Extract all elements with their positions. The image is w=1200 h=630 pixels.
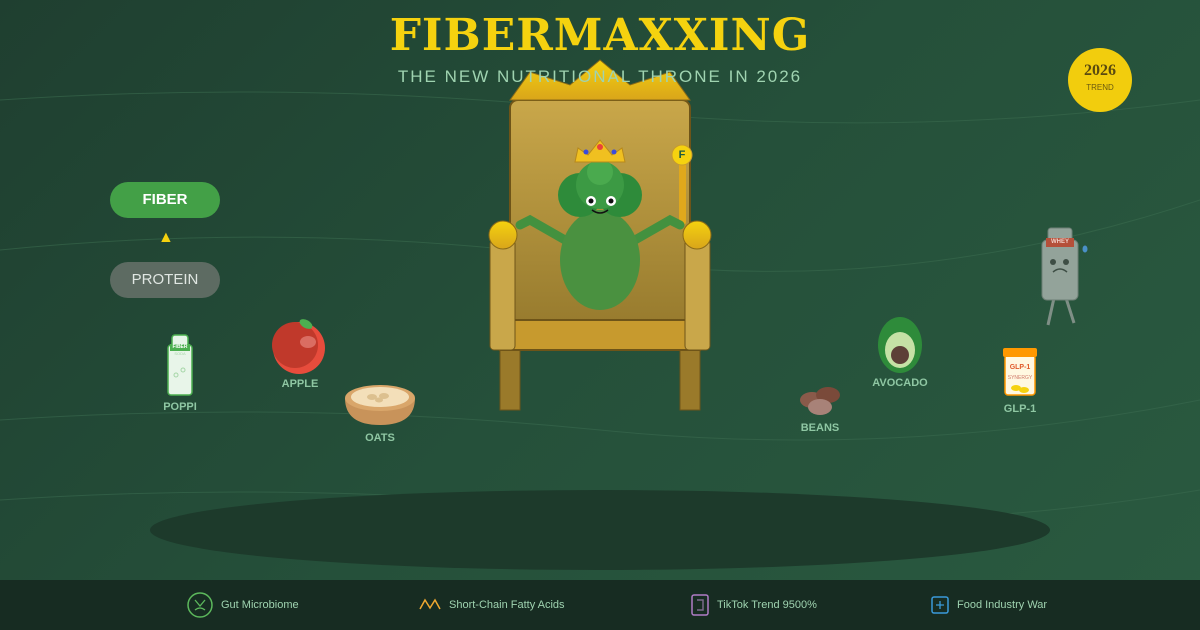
glp1-jar-subtext: SYNERGY [1007,375,1033,381]
footer-bar: Gut Microbiome Short-Chain Fatty Acids T… [0,580,1200,630]
zigzag-icon [419,598,441,610]
poppi-can-subtext: SODA [174,351,186,356]
food-label-oats: OATS [365,432,395,444]
page-title: FIBERMAXXING [389,10,811,61]
badge-label: TREND [1086,83,1114,92]
food-label-poppi: POPPI [163,401,197,413]
page-subtitle: THE NEW NUTRITIONAL THRONE IN 2026 [397,67,803,86]
scepter-orb [671,144,693,166]
poppi-can [167,334,193,396]
up-arrow-icon: ▲ [158,229,174,246]
fiber-pill: FIBER [110,182,220,218]
scepter-letter: F [678,149,686,161]
footer-label: Short-Chain Fatty Acids [449,599,565,611]
footer-item-gut-microbiome: Gut Microbiome [187,580,299,630]
food-label-glp1: GLP-1 [1003,403,1037,415]
avocado [878,317,922,373]
scepter [679,160,686,225]
whey-container-sad [1041,227,1088,326]
floor-shadow [150,490,1050,570]
poppi-can-text: FIBER [172,344,188,350]
phone-icon [691,594,709,616]
gut-icon [187,592,213,618]
whey-label: WHEY [1051,239,1069,245]
footer-item-tiktok: TikTok Trend 9500% [691,580,817,630]
beans [800,387,840,415]
protein-pill: PROTEIN [110,262,220,298]
glp1-jar-text: GLP-1 [1009,364,1031,371]
footer-label: Gut Microbiome [221,599,299,611]
food-label-beans: BEANS [800,422,840,434]
footer-item-scfa: Short-Chain Fatty Acids [419,580,565,630]
footer-label: Food Industry War [957,599,1048,611]
footer-label: TikTok Trend 9500% [717,599,817,611]
trend-badge: 2026 TREND [1068,48,1132,112]
apple [272,319,325,374]
glp1-jar [1003,348,1037,396]
food-label-apple: APPLE [281,378,319,390]
oats-bowl [345,385,415,425]
king-crown [574,139,626,163]
badge-year: 2026 [1084,62,1116,79]
footer-item-food-industry-war: Food Industry War [931,580,1047,630]
food-label-avocado: AVOCADO [872,377,928,389]
plus-box-icon [931,596,949,614]
throne-crown-top [509,59,691,101]
sweat-drop [1082,245,1088,253]
broccoli-king [515,139,693,310]
